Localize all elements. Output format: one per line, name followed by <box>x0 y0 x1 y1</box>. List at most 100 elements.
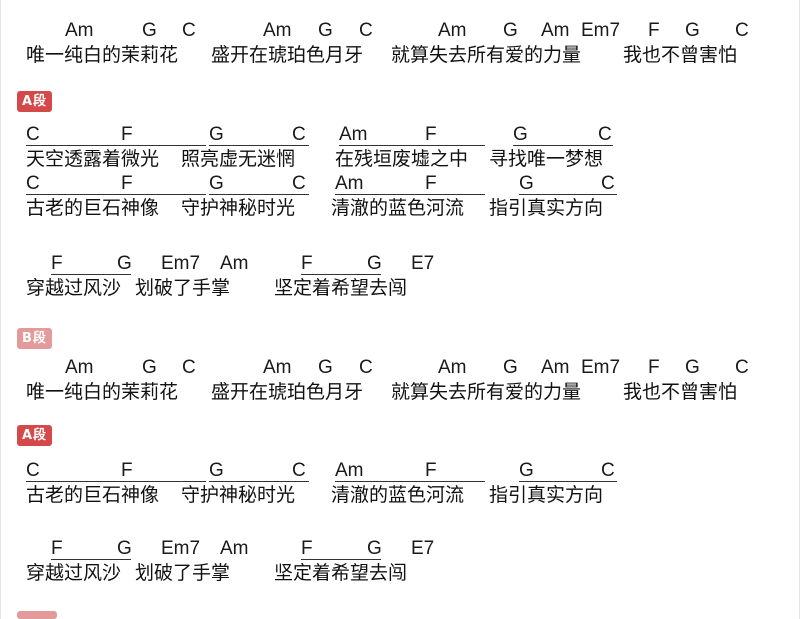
chord: F <box>51 253 63 274</box>
chord-underline <box>209 194 309 195</box>
lyric-phrase: 清澈的蓝色河流 <box>331 197 465 219</box>
chord: C <box>735 20 749 41</box>
lyric-phrase: 坚定着希望去闯 <box>274 562 408 584</box>
lyric-phrase: 古老的巨石神像 <box>26 197 160 219</box>
chord-line: C F G C Am F G C <box>1 173 800 197</box>
lyric-phrase: 穿越过风沙 <box>26 562 122 584</box>
chord: C <box>601 173 615 194</box>
chord-underline <box>301 274 381 275</box>
chord: Em7 <box>581 357 621 378</box>
chord-line: Am G C Am G C Am G Am Em7 F G C <box>1 357 800 381</box>
chord: F <box>648 20 660 41</box>
lyric-phrase: 我也不曾害怕 <box>623 381 738 403</box>
chord-underline <box>513 145 613 146</box>
chord: G <box>367 253 382 274</box>
lyric-phrase: 盛开在琥珀色月牙 <box>211 381 364 403</box>
chord: Am <box>220 538 249 559</box>
lyric-line: 古老的巨石神像 守护神秘时光 清澈的蓝色河流 指引真实方向 <box>1 197 800 221</box>
chord: C <box>292 173 306 194</box>
chord-underline <box>519 481 617 482</box>
chord: Am <box>65 20 94 41</box>
lyric-phrase: 唯一纯白的茉莉花 <box>26 381 179 403</box>
chord: C <box>292 460 306 481</box>
lyric-line: 天空透露着微光 照亮虚无迷惘 在残垣废墟之中 寻找唯一梦想 <box>1 148 800 172</box>
chord: Am <box>65 357 94 378</box>
lyric-phrase: 守护神秘时光 <box>181 484 296 506</box>
lyric-phrase: 划破了手掌 <box>135 562 231 584</box>
chord: C <box>26 173 40 194</box>
chord: Em7 <box>161 253 201 274</box>
chord: G <box>318 357 333 378</box>
chord: Em7 <box>161 538 201 559</box>
section-tag-a: A段 <box>17 91 53 112</box>
chord-underline <box>301 559 381 560</box>
lyric-phrase: 盛开在琥珀色月牙 <box>211 44 364 66</box>
chord: G <box>318 20 333 41</box>
chord: C <box>182 20 196 41</box>
lyric-phrase: 古老的巨石神像 <box>26 484 160 506</box>
chord: Am <box>541 20 570 41</box>
lyric-line: 唯一纯白的茉莉花 盛开在琥珀色月牙 就算失去所有爱的力量 我也不曾害怕 <box>1 44 800 68</box>
chord: G <box>519 460 534 481</box>
lyric-phrase: 我也不曾害怕 <box>623 44 738 66</box>
chord: G <box>519 173 534 194</box>
lyric-phrase: 就算失去所有爱的力量 <box>391 44 582 66</box>
chord-underline <box>51 274 131 275</box>
chord-line: F G Em7 Am F G E7 <box>1 253 800 277</box>
chord: G <box>209 173 224 194</box>
chord-underline <box>335 194 485 195</box>
chord: F <box>121 460 133 481</box>
chord-underline <box>26 145 206 146</box>
chord: F <box>121 124 133 145</box>
chord: C <box>601 460 615 481</box>
lyric-phrase: 在残垣废墟之中 <box>335 148 469 170</box>
chord-underline <box>209 481 309 482</box>
chord: E7 <box>411 253 435 274</box>
chord: Am <box>438 357 467 378</box>
chord: C <box>26 124 40 145</box>
chord: F <box>301 253 313 274</box>
chord: C <box>359 357 373 378</box>
lyric-phrase: 穿越过风沙 <box>26 277 122 299</box>
lyric-phrase: 指引真实方向 <box>489 197 604 219</box>
chord: Am <box>335 173 364 194</box>
chord: G <box>513 124 528 145</box>
chord: Am <box>339 124 368 145</box>
chord: F <box>425 173 437 194</box>
chord-line: Am G C Am G C Am G Am Em7 F G C <box>1 20 800 44</box>
chord: F <box>301 538 313 559</box>
chord: Em7 <box>581 20 621 41</box>
chord-underline <box>26 481 206 482</box>
chord: F <box>425 124 437 145</box>
chord-line: C F G C Am F G C <box>1 124 800 148</box>
lyric-line: 穿越过风沙 划破了手掌 坚定着希望去闯 <box>1 562 800 586</box>
lyric-phrase: 指引真实方向 <box>489 484 604 506</box>
chord: C <box>359 20 373 41</box>
chord: Am <box>438 20 467 41</box>
lyric-line: 唯一纯白的茉莉花 盛开在琥珀色月牙 就算失去所有爱的力量 我也不曾害怕 <box>1 381 800 405</box>
chord: F <box>425 460 437 481</box>
chord: G <box>142 357 157 378</box>
chord-underline <box>209 145 309 146</box>
chord: C <box>26 460 40 481</box>
chord: G <box>503 20 518 41</box>
lyric-phrase: 坚定着希望去闯 <box>274 277 408 299</box>
chord-line: F G Em7 Am F G E7 <box>1 538 800 562</box>
chord: Am <box>220 253 249 274</box>
chord: G <box>117 538 132 559</box>
section-tag-b: B段 <box>17 328 52 349</box>
chord: G <box>142 20 157 41</box>
section-tag-partial <box>17 611 57 619</box>
lyric-phrase: 守护神秘时光 <box>181 197 296 219</box>
chord: G <box>685 20 700 41</box>
chord: C <box>182 357 196 378</box>
lyric-phrase: 寻找唯一梦想 <box>489 148 604 170</box>
chord-underline <box>335 481 485 482</box>
section-tag-a: A段 <box>17 425 53 446</box>
lyric-line: 穿越过风沙 划破了手掌 坚定着希望去闯 <box>1 277 800 301</box>
chord: G <box>209 460 224 481</box>
chord: C <box>735 357 749 378</box>
chord-underline <box>26 194 206 195</box>
chord: F <box>121 173 133 194</box>
